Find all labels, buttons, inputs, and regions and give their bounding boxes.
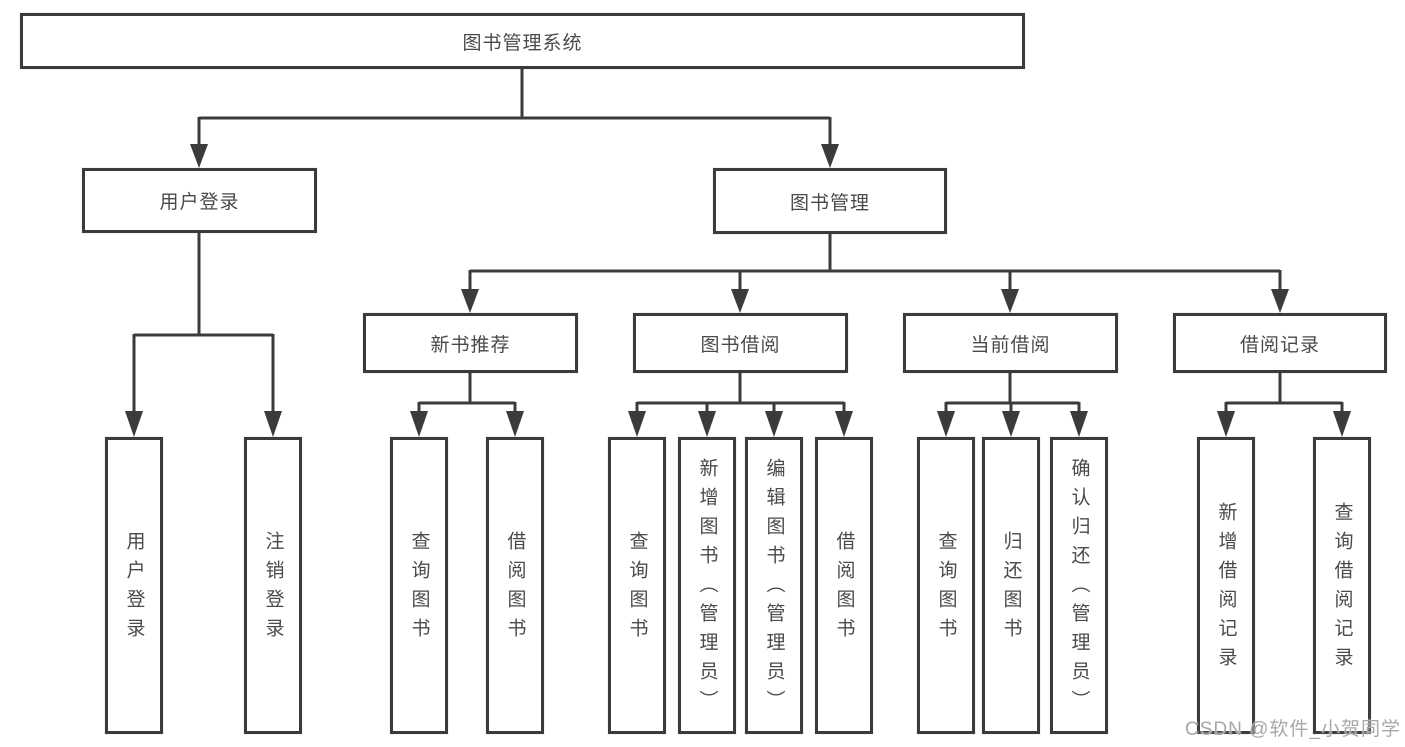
node-system-root: 图书管理系统	[20, 13, 1025, 69]
node-leaf-user-login: 用户登录	[105, 437, 163, 734]
node-borrow-record: 借阅记录	[1173, 313, 1387, 373]
node-leaf-edit-book: 编辑图书（管理员）	[745, 437, 803, 734]
node-leaf-return-book: 归还图书	[982, 437, 1040, 734]
node-leaf-confirm-return: 确认归还（管理员）	[1050, 437, 1108, 734]
node-book-management: 图书管理	[713, 168, 947, 234]
node-book-borrow: 图书借阅	[633, 313, 848, 373]
node-leaf-query-book-3: 查询图书	[917, 437, 975, 734]
node-user-login: 用户登录	[82, 168, 317, 233]
node-leaf-add-record: 新增借阅记录	[1197, 437, 1255, 734]
node-leaf-logout: 注销登录	[244, 437, 302, 734]
node-leaf-borrow-book-1: 借阅图书	[486, 437, 544, 734]
node-leaf-query-record: 查询借阅记录	[1313, 437, 1371, 734]
node-leaf-query-book-1: 查询图书	[390, 437, 448, 734]
node-current-borrow: 当前借阅	[903, 313, 1118, 373]
node-leaf-query-book-2: 查询图书	[608, 437, 666, 734]
node-leaf-borrow-book-2: 借阅图书	[815, 437, 873, 734]
node-leaf-add-book: 新增图书（管理员）	[678, 437, 736, 734]
csdn-watermark: CSDN @软件_小贺同学	[1185, 719, 1401, 740]
node-new-book-recommend: 新书推荐	[363, 313, 578, 373]
